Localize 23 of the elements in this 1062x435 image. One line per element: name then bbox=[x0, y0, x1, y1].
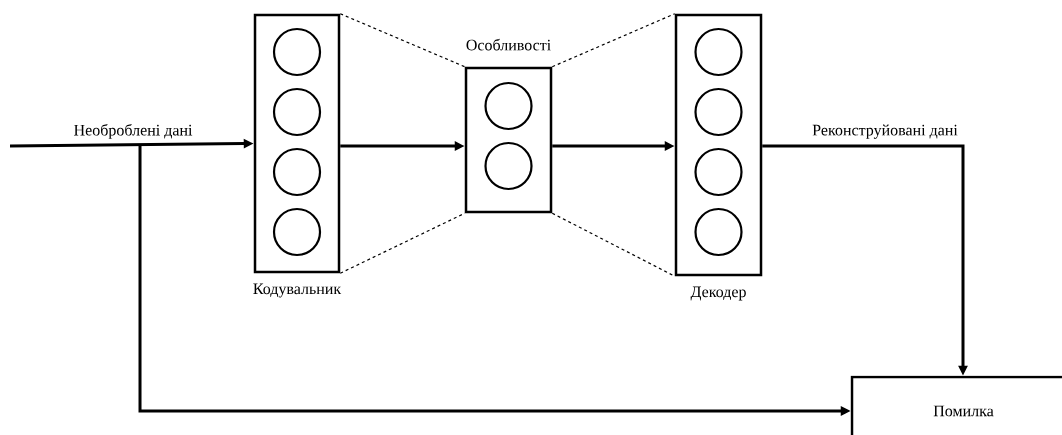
dashed-line bbox=[551, 13, 676, 68]
neuron-circle bbox=[694, 147, 743, 197]
node-label: Декодер bbox=[690, 286, 746, 301]
dashed-line bbox=[339, 212, 466, 274]
neuron-circle bbox=[694, 87, 743, 137]
neuron-circle bbox=[484, 81, 533, 131]
neuron-circle bbox=[272, 147, 322, 197]
neuron-circle bbox=[272, 27, 322, 77]
edge-label: Реконструйовані дані bbox=[810, 122, 960, 141]
neuron-circle bbox=[694, 207, 743, 257]
dashed-line bbox=[551, 212, 676, 277]
neuron-circle bbox=[272, 207, 322, 257]
node-label: Кодувальник bbox=[253, 283, 342, 298]
layer-box: Декодер bbox=[674, 13, 763, 301]
dashed-line bbox=[339, 13, 466, 68]
edge-label: Необроблені дані bbox=[71, 121, 195, 141]
neuron-circle bbox=[694, 27, 743, 77]
node-label: Особливості bbox=[466, 38, 551, 51]
neuron-circle bbox=[272, 87, 322, 137]
layer-box: Кодувальник bbox=[253, 13, 342, 298]
layer-box: Особливості bbox=[464, 38, 553, 214]
neuron-circle bbox=[484, 141, 533, 191]
process-box: Помилка bbox=[850, 375, 1062, 435]
